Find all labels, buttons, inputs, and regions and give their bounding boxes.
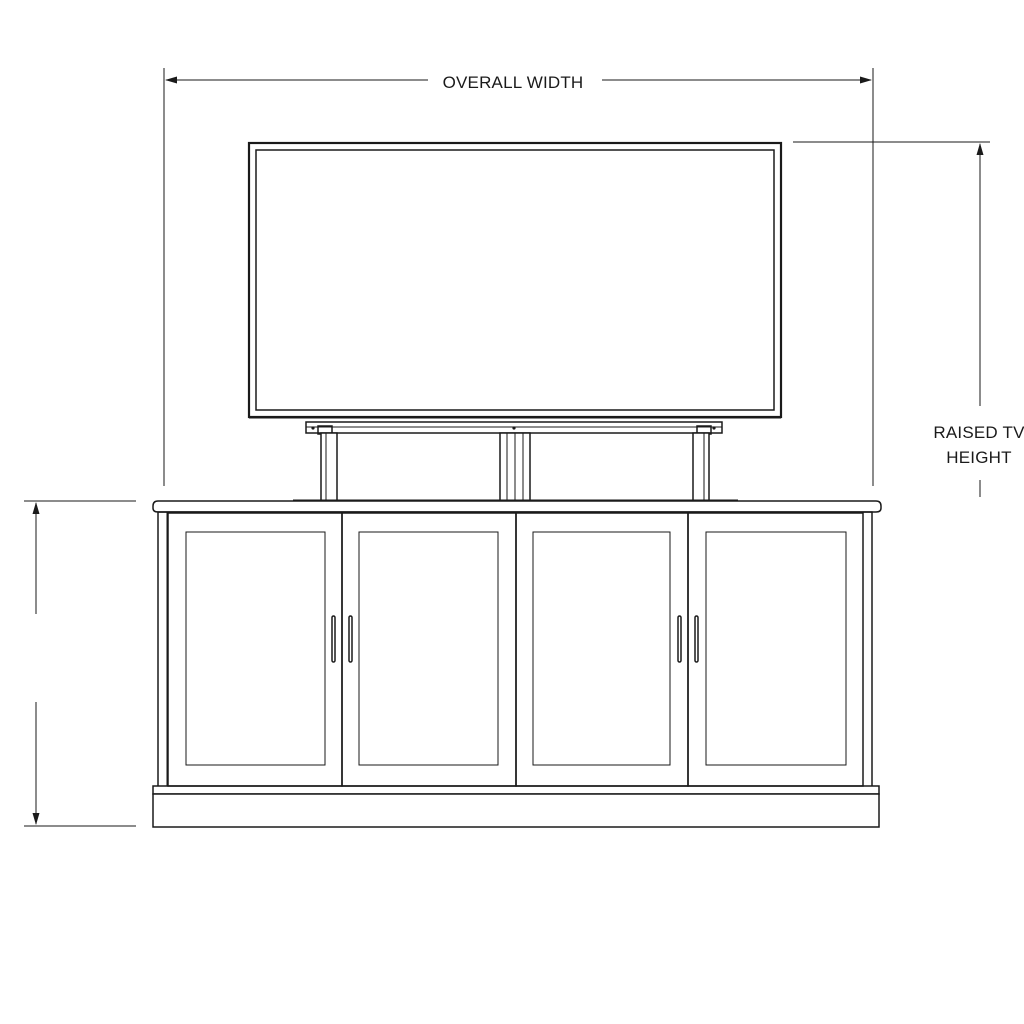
door-3-panel bbox=[532, 531, 671, 766]
raised-tv-height-label-line1: RAISED TV bbox=[933, 423, 1024, 442]
lift-screw-right bbox=[712, 426, 716, 430]
cabinet-door-3[interactable] bbox=[515, 512, 689, 787]
lift-screw-left bbox=[311, 426, 315, 430]
lift-screw-center bbox=[512, 426, 516, 430]
door-2-handle[interactable] bbox=[348, 615, 353, 663]
lift-post-left bbox=[320, 432, 338, 502]
tv-screen bbox=[255, 149, 775, 411]
cabinet-door-4[interactable] bbox=[687, 512, 864, 787]
raised-tv-height-dimension: RAISED TV HEIGHT bbox=[793, 141, 1024, 497]
cabinet-height-dimension bbox=[24, 500, 136, 827]
door-2-panel bbox=[358, 531, 499, 766]
tv-bezel bbox=[247, 141, 783, 419]
raised-tv-height-label-line2: HEIGHT bbox=[946, 448, 1011, 467]
door-1-handle[interactable] bbox=[331, 615, 336, 663]
television bbox=[247, 141, 783, 419]
door-1-panel bbox=[185, 531, 326, 766]
door-4-frame bbox=[687, 512, 864, 787]
tv-logo-mark bbox=[498, 416, 502, 418]
tv-lift-mechanism bbox=[293, 421, 738, 502]
overall-width-label: OVERALL WIDTH bbox=[443, 73, 584, 92]
cabinet bbox=[152, 500, 882, 828]
door-3-handle[interactable] bbox=[677, 615, 682, 663]
door-4-handle[interactable] bbox=[694, 615, 699, 663]
cabinet-top bbox=[152, 500, 882, 513]
lift-post-right bbox=[692, 432, 710, 502]
cabinet-door-2[interactable] bbox=[341, 512, 517, 787]
door-4-panel bbox=[705, 531, 847, 766]
cabinet-door-1[interactable] bbox=[167, 512, 343, 787]
door-3-frame bbox=[515, 512, 689, 787]
door-2-frame bbox=[341, 512, 517, 787]
cabinet-base-cap bbox=[152, 785, 880, 795]
cabinet-case bbox=[157, 511, 873, 789]
cabinet-base bbox=[152, 793, 880, 828]
door-1-frame bbox=[167, 512, 343, 787]
overall-width-dimension: OVERALL WIDTH bbox=[163, 68, 874, 486]
